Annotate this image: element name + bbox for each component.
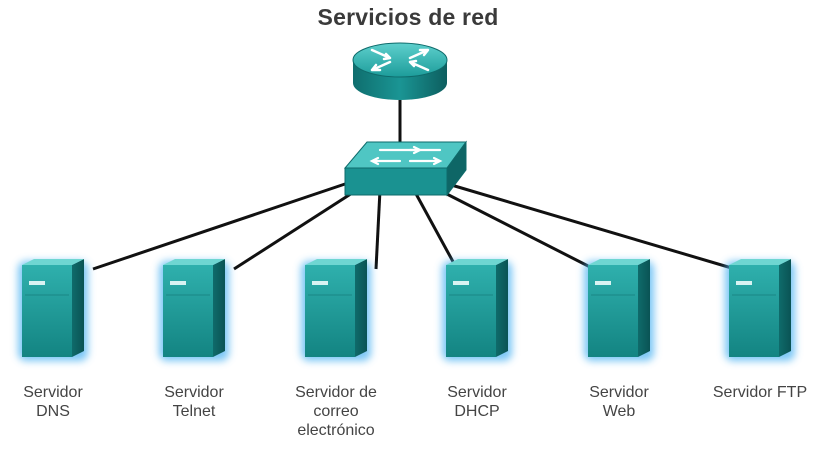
server-icon [301,259,371,361]
router-icon [352,42,448,100]
link-switch-server [447,182,736,271]
server-label: Servidor FTP [712,384,808,401]
link-switch-server [92,182,346,271]
links [92,100,736,271]
diagram-title: Servicios de red [317,4,499,30]
server-label: Servidor DNS [23,384,83,420]
link-switch-server [233,186,361,271]
link-switch-server [374,189,382,270]
link-switch-server [413,191,459,270]
server-label: Servidor de correo electrónico [295,384,377,439]
server-label: Servidor DHCP [447,384,507,420]
switch-icon [343,140,467,197]
server-icon [159,259,229,361]
nodes [18,42,795,361]
server-label: Servidor Telnet [164,384,224,420]
server-icon [442,259,512,361]
server-label: Servidor Web [589,384,649,420]
server-icon [18,259,88,361]
server-icon [725,259,795,361]
link-switch-server [434,186,595,271]
server-icon [584,259,654,361]
